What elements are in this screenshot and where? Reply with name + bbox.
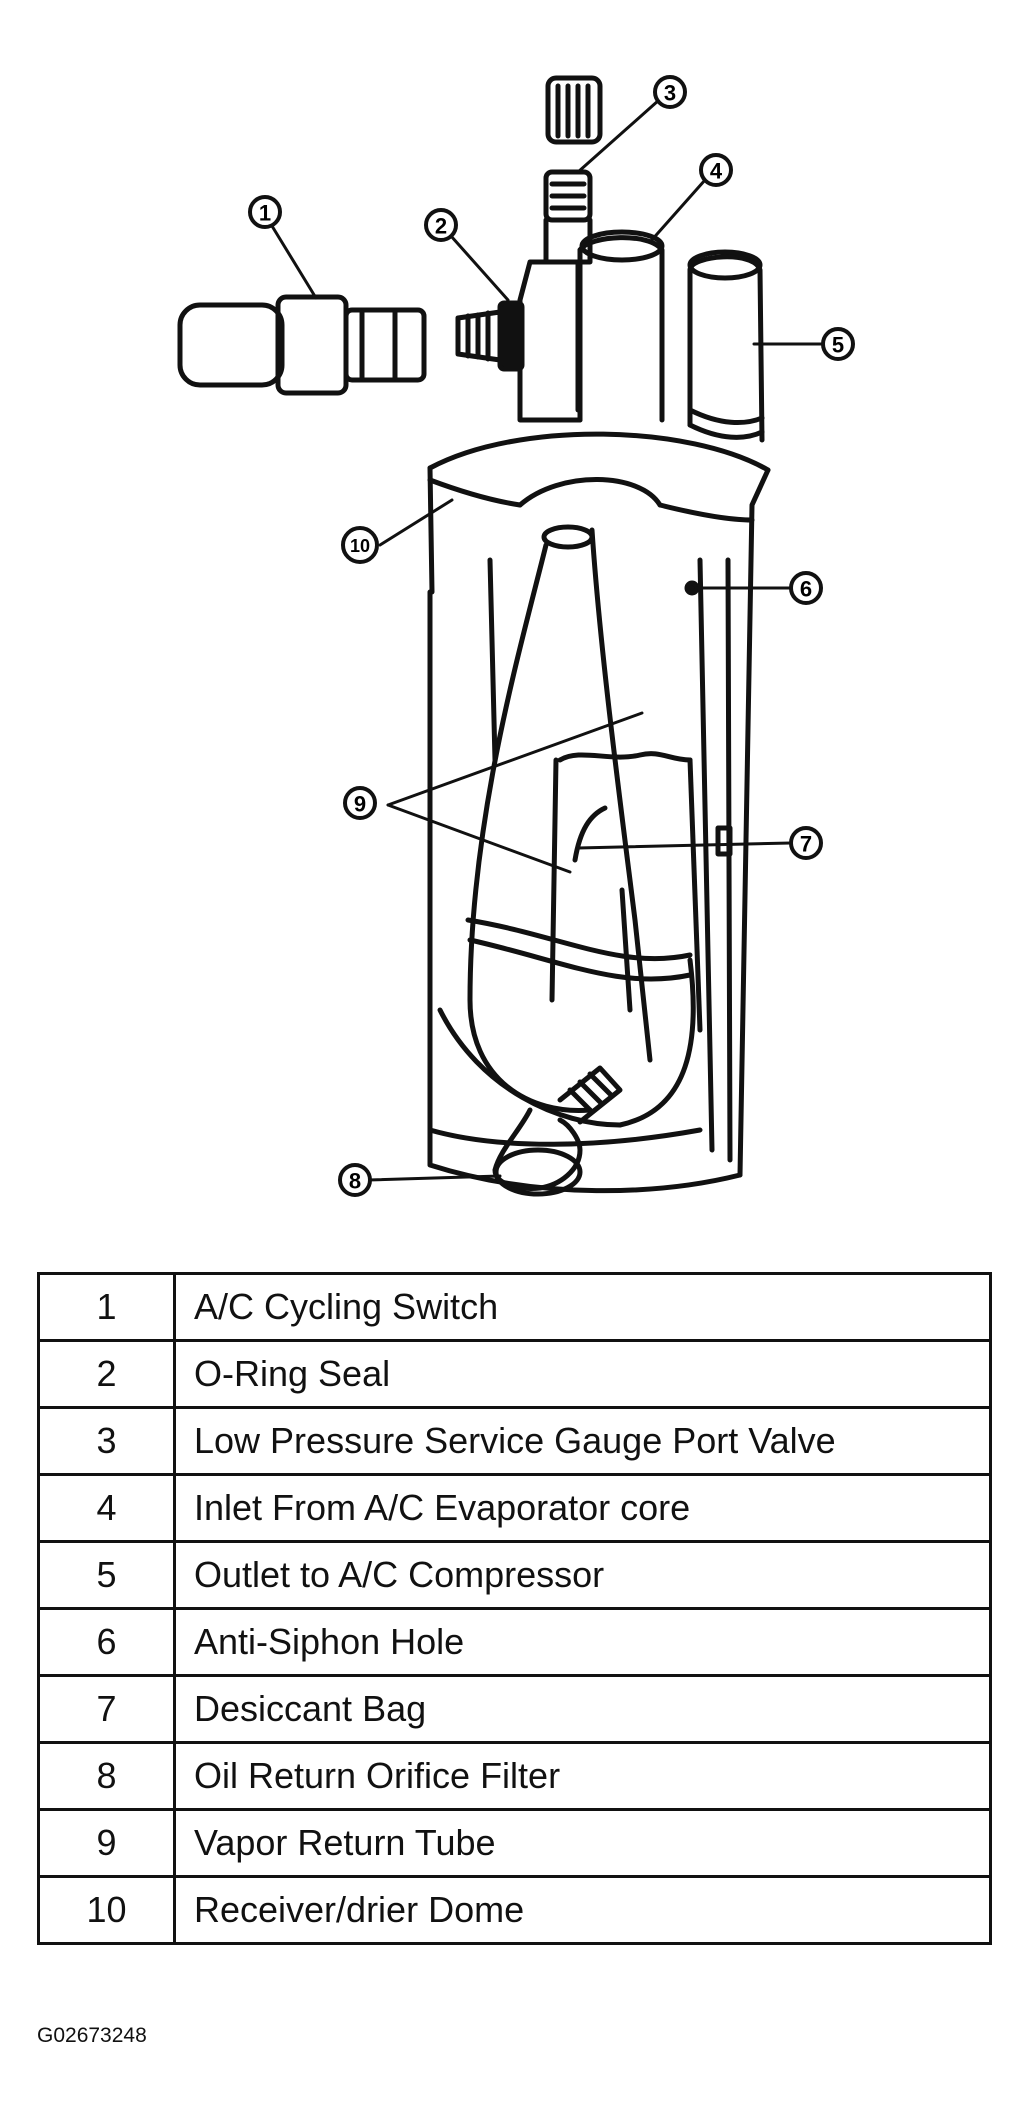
legend-number: 9 xyxy=(37,1808,176,1878)
svg-text:7: 7 xyxy=(800,832,812,857)
callout-5: 5 xyxy=(821,327,855,361)
legend-number: 4 xyxy=(37,1473,176,1543)
svg-text:1: 1 xyxy=(259,201,271,226)
side-port-part xyxy=(715,825,733,857)
legend-description: A/C Cycling Switch xyxy=(173,1272,992,1342)
vapor-return-tube-part xyxy=(437,524,696,1128)
legend-description: Outlet to A/C Compressor xyxy=(173,1540,992,1610)
top-block-part xyxy=(517,229,765,443)
svg-text:3: 3 xyxy=(664,81,676,106)
legend-description: Low Pressure Service Gauge Port Valve xyxy=(173,1406,992,1476)
legend-number: 10 xyxy=(37,1875,176,1945)
svg-text:8: 8 xyxy=(349,1169,361,1194)
cycling-switch-part xyxy=(177,294,427,396)
callout-10: 10 xyxy=(341,526,379,564)
legend-description: Vapor Return Tube xyxy=(173,1808,992,1878)
legend-number: 3 xyxy=(37,1406,176,1476)
callout-6: 6 xyxy=(789,571,823,605)
callout-7: 7 xyxy=(789,826,823,860)
legend-description: Desiccant Bag xyxy=(173,1674,992,1744)
svg-text:2: 2 xyxy=(435,214,447,239)
legend-number: 8 xyxy=(37,1741,176,1811)
callout-4: 4 xyxy=(699,153,733,187)
legend-description: Receiver/drier Dome xyxy=(173,1875,992,1945)
oil-return-filter-part xyxy=(492,1065,623,1197)
legend-description: Inlet From A/C Evaporator core xyxy=(173,1473,992,1543)
anti-siphon-hole-part xyxy=(684,580,700,596)
receiver-drier-body-part xyxy=(427,431,771,1194)
legend-number: 1 xyxy=(37,1272,176,1342)
legend-number: 2 xyxy=(37,1339,176,1409)
figure-id: G02673248 xyxy=(37,2024,147,2047)
svg-text:9: 9 xyxy=(354,792,366,817)
svg-text:5: 5 xyxy=(832,333,844,358)
svg-text:6: 6 xyxy=(800,577,812,602)
legend-number: 6 xyxy=(37,1607,176,1677)
legend-description: Anti-Siphon Hole xyxy=(173,1607,992,1677)
callout-3: 3 xyxy=(653,75,687,109)
legend-description: O-Ring Seal xyxy=(173,1339,992,1409)
callout-1: 1 xyxy=(248,195,282,229)
desiccant-bag-part xyxy=(465,751,703,1033)
svg-text:10: 10 xyxy=(350,536,370,556)
callout-2: 2 xyxy=(424,208,458,242)
svg-text:4: 4 xyxy=(710,159,723,184)
legend-number: 7 xyxy=(37,1674,176,1744)
legend-description: Oil Return Orifice Filter xyxy=(173,1741,992,1811)
accumulator-diagram: 1 2 3 4 5 6 7 8 xyxy=(177,75,855,1197)
callout-8: 8 xyxy=(338,1163,372,1197)
o-ring-fitting-part xyxy=(455,300,525,372)
legend-number: 5 xyxy=(37,1540,176,1610)
callout-9: 9 xyxy=(343,786,377,820)
